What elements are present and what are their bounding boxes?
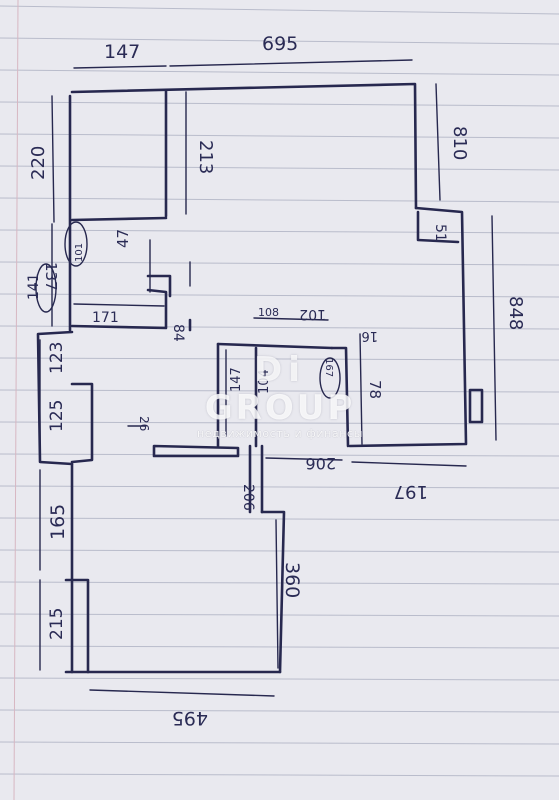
dim-810: 810 <box>449 126 470 160</box>
dim-84: 84 <box>170 324 186 342</box>
dimension-lines <box>39 59 497 697</box>
dim-206-shaft: 206 <box>240 484 256 511</box>
dim-47: 47 <box>114 229 132 248</box>
dim-695: 695 <box>262 33 298 55</box>
dim-197: 197 <box>394 481 428 502</box>
dim-215: 215 <box>47 608 67 640</box>
dim-26: 26 <box>137 416 151 431</box>
watermark-tagline: недвижимость и финансы <box>197 427 363 440</box>
dim-123: 123 <box>47 342 67 374</box>
dim-213: 213 <box>195 140 216 174</box>
dim-848: 848 <box>505 296 526 330</box>
dim-102: 102 <box>299 306 326 322</box>
dim-51: 51 <box>432 224 448 242</box>
watermark-logo-line1: Di <box>254 350 306 390</box>
dim-165: 165 <box>47 504 69 540</box>
walls <box>36 82 484 674</box>
watermark-logo-line2: GROUP <box>204 388 356 428</box>
dim-141: 141 <box>26 273 42 300</box>
dim-147: 147 <box>104 41 140 63</box>
dim-125: 125 <box>47 400 67 432</box>
dim-220: 220 <box>28 146 49 180</box>
dim-16: 16 <box>361 328 378 343</box>
dim-104: 104 <box>257 369 272 394</box>
dim-147-inner: 147 <box>229 367 244 392</box>
dim-108: 108 <box>258 306 279 319</box>
dim-495: 495 <box>172 707 208 729</box>
dim-206-right: 206 <box>305 454 336 473</box>
dim-101: 101 <box>74 243 85 262</box>
circle-marks <box>35 221 341 399</box>
dim-171: 171 <box>92 310 119 326</box>
dim-78: 78 <box>366 380 384 399</box>
dimension-labels: 147 695 220 213 810 137 141 101 47 171 8… <box>26 33 526 729</box>
dim-167: 167 <box>323 358 334 377</box>
margin-line <box>13 0 19 800</box>
dim-360: 360 <box>281 562 303 598</box>
dim-137: 137 <box>42 262 60 291</box>
